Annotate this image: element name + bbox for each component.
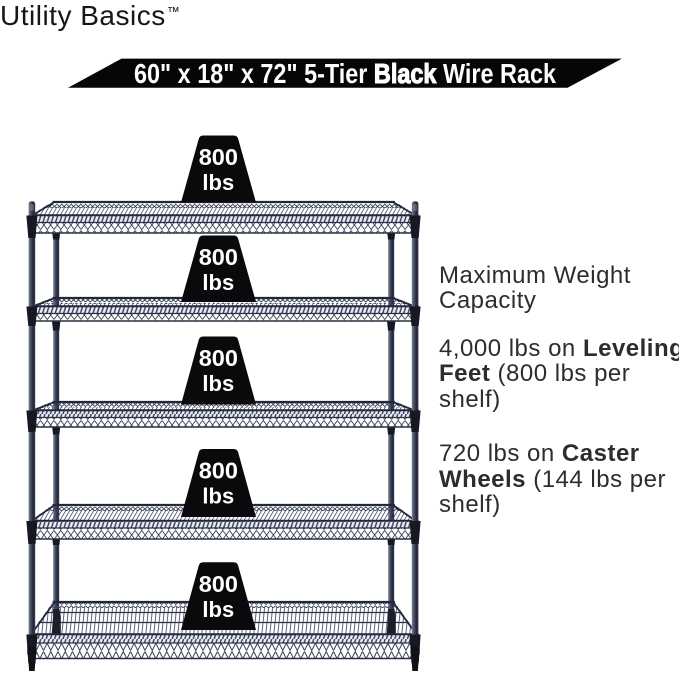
svg-text:800: 800 — [199, 458, 238, 484]
svg-text:lbs: lbs — [202, 484, 234, 509]
svg-text:lbs: lbs — [202, 371, 234, 396]
svg-text:800: 800 — [199, 345, 238, 371]
svg-text:lbs: lbs — [202, 597, 234, 622]
svg-text:800: 800 — [199, 244, 238, 270]
svg-text:800: 800 — [199, 144, 238, 170]
svg-text:lbs: lbs — [202, 170, 234, 195]
svg-text:lbs: lbs — [202, 270, 234, 295]
svg-text:60" x 18" x 72" 5-Tier Black W: 60" x 18" x 72" 5-Tier Black Wire Rack — [134, 58, 557, 89]
svg-text:800: 800 — [199, 571, 238, 597]
